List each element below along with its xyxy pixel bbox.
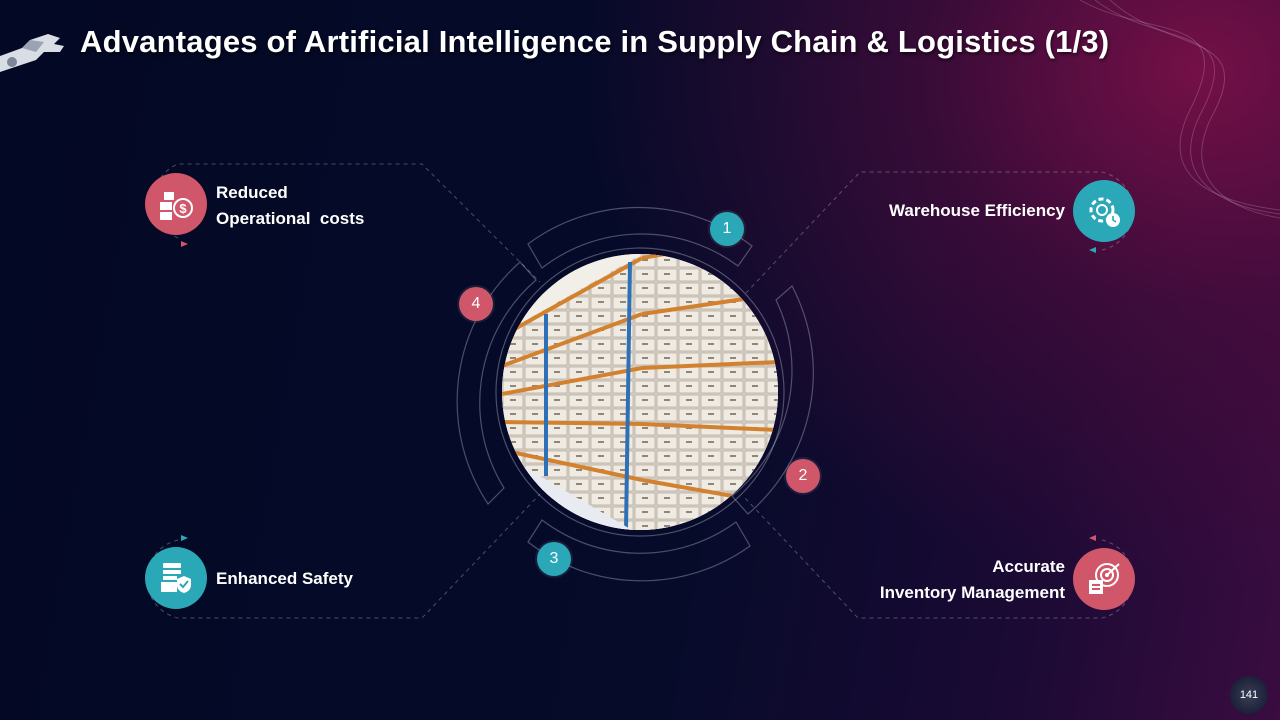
item-label-accurate-inventory: Accurate Inventory Management (879, 557, 1065, 602)
badge-number-2: 2 (786, 459, 820, 493)
item-label-reduced-costs: Reduced Operational costs (216, 183, 365, 228)
robot-hand-icon (0, 34, 64, 72)
item-label-warehouse-efficiency: Warehouse Efficiency (888, 201, 1065, 220)
page-title: Advantages of Artificial Intelligence in… (80, 24, 1110, 59)
shield-document-icon (145, 547, 207, 609)
badge-number-1: 1 (710, 212, 744, 246)
target-checklist-icon (1073, 548, 1135, 610)
badge-number-4: 4 (459, 287, 493, 321)
money-boxes-icon: $ (145, 173, 207, 235)
item-label-enhanced-safety: Enhanced Safety (216, 569, 353, 588)
gear-clock-icon (1073, 180, 1135, 242)
badge-number-3: 3 (537, 542, 571, 576)
page-number-badge: 141 (1230, 676, 1268, 714)
title-bar: Advantages of Artificial Intelligence in… (0, 14, 1280, 74)
warehouse-shelves-photo (502, 254, 778, 530)
svg-text:$: $ (179, 201, 187, 216)
